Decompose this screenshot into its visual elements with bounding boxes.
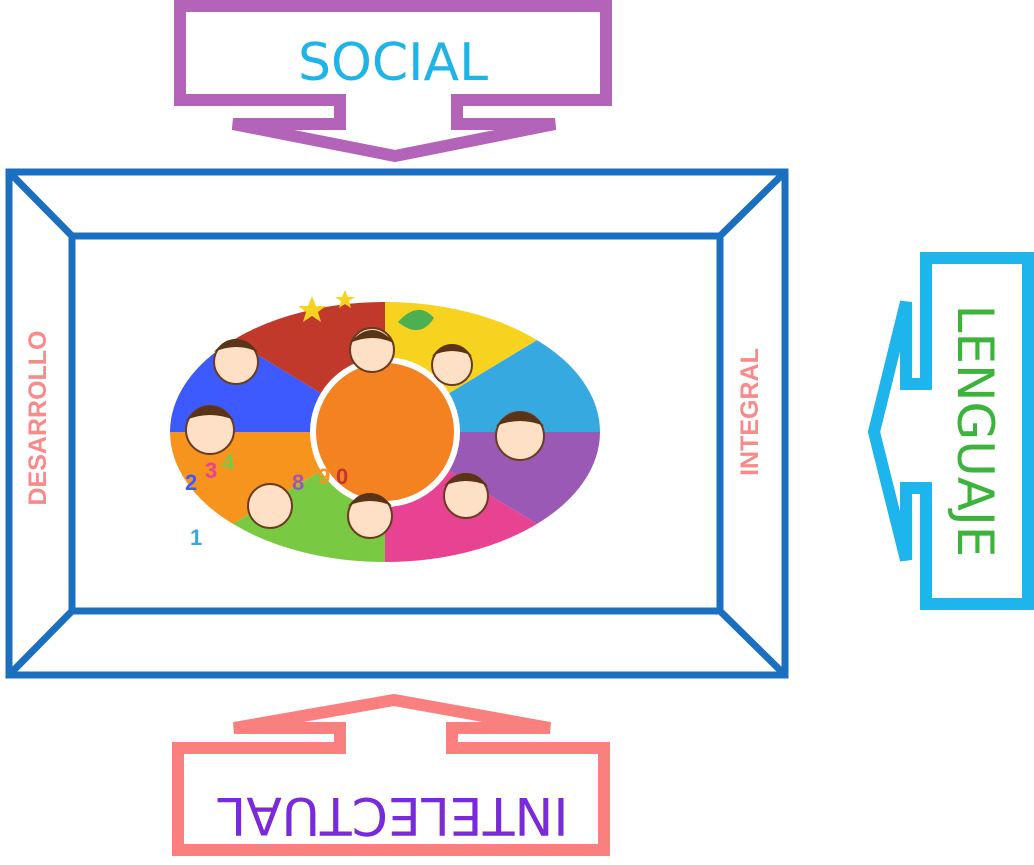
svg-text:4: 4 bbox=[222, 450, 235, 475]
svg-text:1: 1 bbox=[190, 525, 202, 550]
integral-label: INTEGRAL bbox=[736, 348, 764, 476]
wheel-center bbox=[310, 357, 460, 507]
desarrollo-label: DESARROLLO bbox=[24, 331, 52, 506]
decorative-stars bbox=[298, 290, 355, 322]
svg-text:3: 3 bbox=[205, 458, 217, 483]
children-wheel-illustration: 2 3 4 8 9 0 1 bbox=[170, 290, 600, 562]
lenguaje-label: LENGUAJE bbox=[946, 305, 1004, 558]
svg-text:2: 2 bbox=[185, 470, 197, 495]
svg-text:0: 0 bbox=[336, 464, 348, 489]
decorative-leaf bbox=[398, 309, 434, 331]
lenguaje-callout: LENGUAJE bbox=[867, 252, 1034, 610]
development-frame bbox=[5, 168, 789, 679]
frame-outer bbox=[5, 168, 789, 679]
intelectual-callout: INTELECTUAL bbox=[172, 693, 610, 856]
intelectual-label: INTELECTUAL bbox=[217, 785, 568, 845]
social-label: SOCIAL bbox=[298, 33, 488, 93]
frame-inner bbox=[68, 232, 724, 615]
child-hair bbox=[186, 330, 544, 506]
decorative-numbers: 2 3 4 8 9 0 1 bbox=[185, 450, 348, 550]
social-callout: SOCIAL bbox=[174, 0, 612, 163]
svg-text:9: 9 bbox=[318, 464, 330, 489]
svg-text:8: 8 bbox=[292, 470, 304, 495]
